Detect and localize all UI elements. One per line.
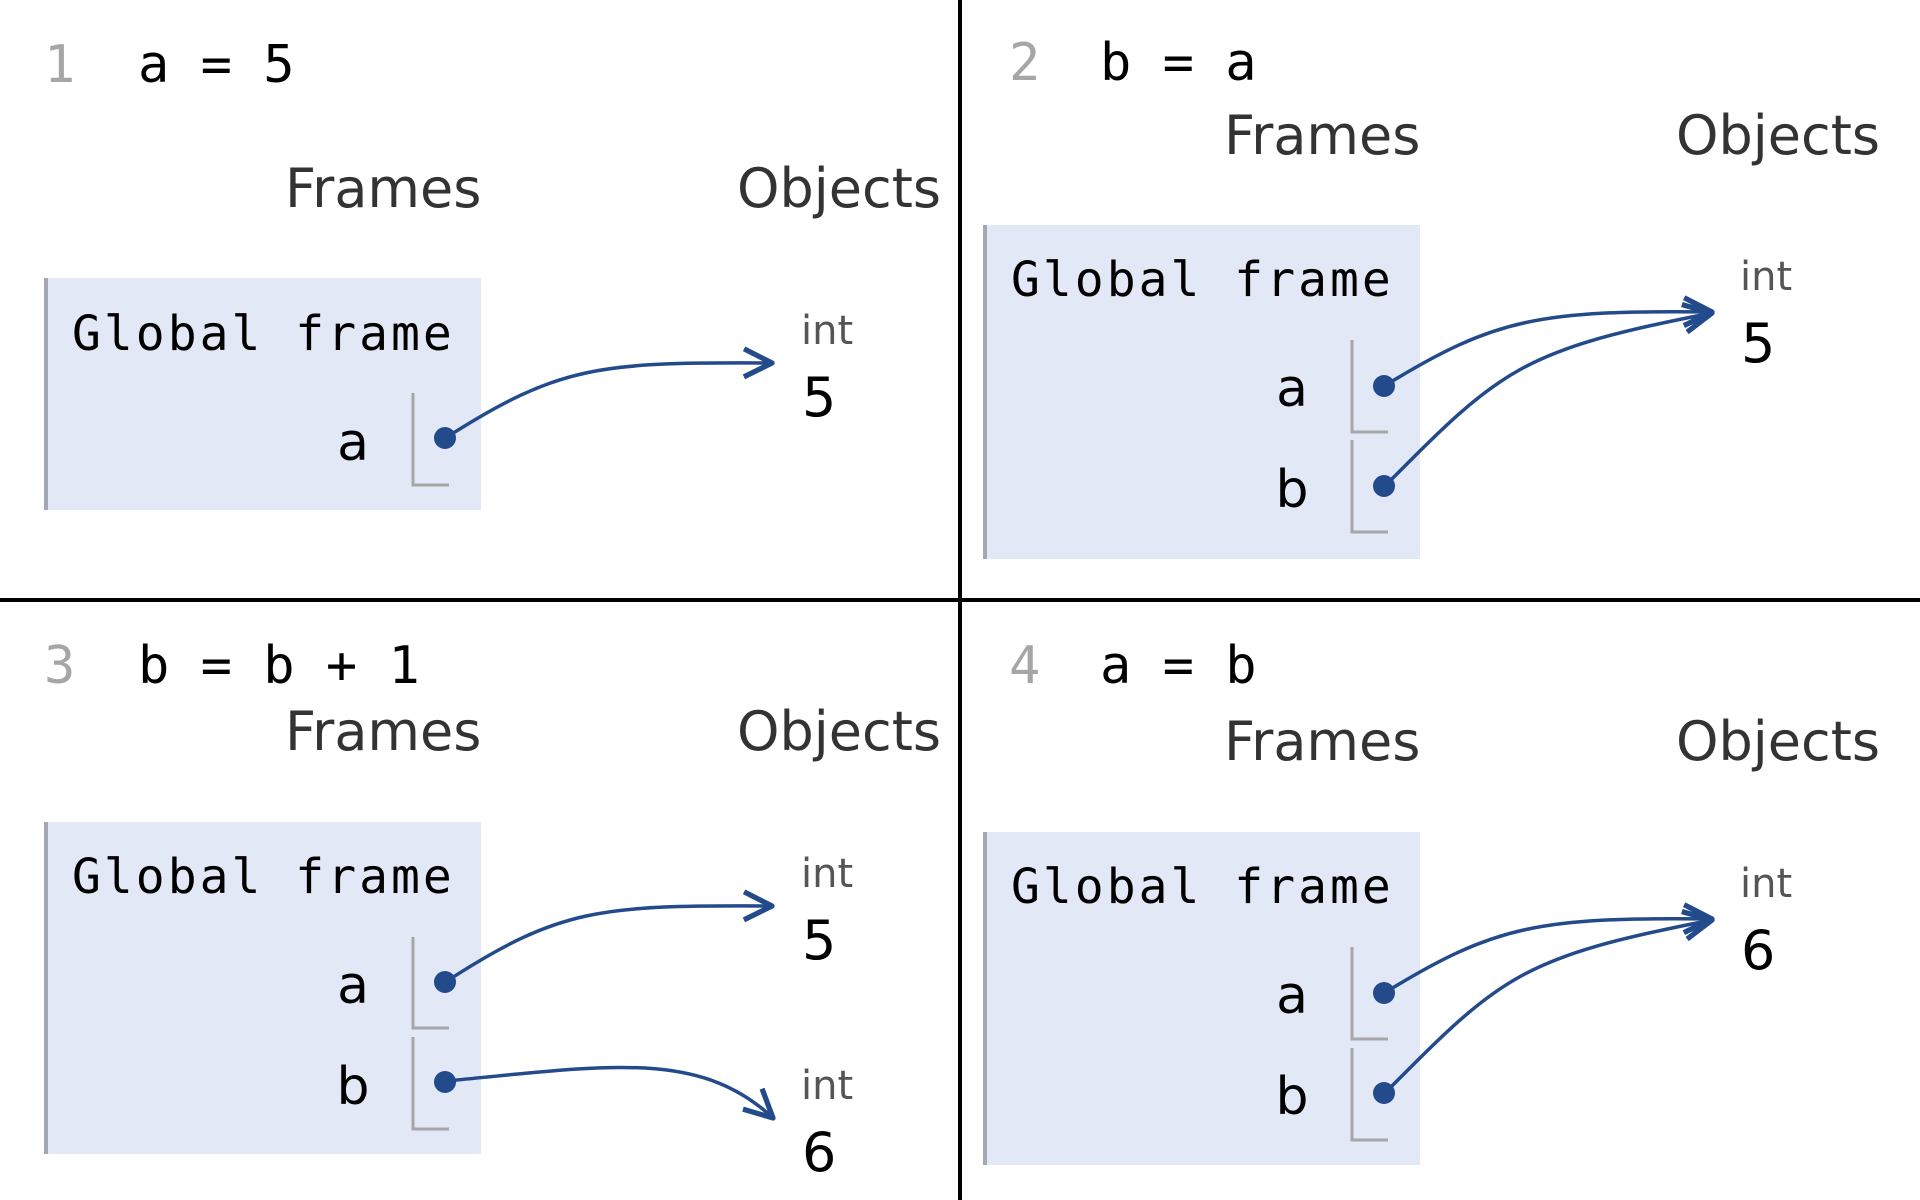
global-frame: Global frame a: [44, 278, 481, 510]
step-number: 1: [44, 35, 75, 95]
step-number: 2: [1009, 33, 1040, 93]
variable-name: a: [337, 956, 369, 1016]
objects-heading: Objects: [737, 700, 941, 763]
frame-title: Global frame: [1011, 859, 1394, 915]
pointer-arrow-b: [1384, 909, 1715, 1094]
variable-a: a: [337, 937, 456, 1030]
objects-heading: Objects: [1676, 104, 1880, 167]
object-type: int: [801, 308, 853, 354]
variable-name: b: [336, 1057, 369, 1117]
variable-name: b: [1275, 460, 1308, 520]
global-frame: Global frame a b: [983, 832, 1420, 1165]
object-type: int: [1740, 861, 1792, 907]
objects-heading: Objects: [737, 157, 941, 220]
frames-heading: Frames: [1224, 104, 1420, 167]
object-type: int: [1740, 254, 1792, 300]
frame-title: Global frame: [72, 849, 455, 905]
step-number: 4: [1009, 636, 1040, 696]
pointer-dot: [434, 427, 456, 449]
value-slot: [411, 937, 449, 1030]
panel-step-2: 2 b = a Frames Objects Global frame a b …: [983, 33, 1880, 559]
value-slot: [1350, 440, 1388, 534]
panel-step-3: 3 b = b + 1 Frames Objects Global frame …: [44, 636, 941, 1184]
pointer-arrow-b: [1384, 302, 1715, 487]
variable-name: a: [1276, 966, 1308, 1026]
object-type: int: [801, 1063, 853, 1109]
variable-b: b: [336, 1037, 456, 1131]
code-line: b = a: [1100, 33, 1257, 93]
pointer-dot: [434, 971, 456, 993]
value-slot: [411, 1037, 449, 1131]
panel-step-1: 1 a = 5 Frames Objects Global frame a in…: [44, 35, 941, 510]
object-value: 5: [1741, 312, 1775, 375]
code-line: a = 5: [138, 35, 295, 95]
frames-heading: Frames: [285, 157, 481, 220]
value-slot: [411, 393, 449, 487]
pointer-arrow-a: [446, 889, 775, 983]
code-line: a = b: [1100, 636, 1257, 696]
pointer-dot: [434, 1071, 456, 1093]
frame-title: Global frame: [1011, 252, 1394, 308]
object-int: int 5: [801, 308, 853, 429]
pointer-dot: [1373, 375, 1395, 397]
object-value: 5: [802, 909, 836, 972]
object-type: int: [801, 851, 853, 897]
object-int-5: int 5: [801, 851, 853, 972]
variable-a: a: [1276, 947, 1395, 1041]
step-number: 3: [44, 636, 75, 696]
pointer-dot: [1373, 982, 1395, 1004]
object-value: 6: [1741, 919, 1775, 982]
object-value: 5: [802, 366, 836, 429]
panel-step-4: 4 a = b Frames Objects Global frame a b …: [983, 636, 1880, 1165]
object-int: int 6: [1740, 861, 1792, 982]
variable-a: a: [1276, 340, 1395, 434]
global-frame: Global frame a b: [983, 225, 1420, 559]
variable-b: b: [1275, 440, 1395, 534]
pointer-arrow-b: [446, 1065, 776, 1121]
value-slot: [1350, 947, 1388, 1041]
variable-name: a: [1276, 359, 1308, 419]
variable-name: a: [337, 413, 369, 473]
pointer-arrow: [446, 346, 775, 439]
object-value: 6: [802, 1121, 836, 1184]
variable-a: a: [337, 393, 456, 487]
value-slot: [1350, 1048, 1388, 1142]
code-line: b = b + 1: [138, 636, 420, 696]
frame-title: Global frame: [72, 306, 455, 362]
value-slot: [1350, 340, 1388, 434]
object-int: int 5: [1740, 254, 1792, 375]
object-int-6: int 6: [801, 1063, 853, 1184]
pointer-arrow-a: [1385, 902, 1715, 994]
variable-name: b: [1275, 1067, 1308, 1127]
frames-heading: Frames: [1224, 710, 1420, 773]
global-frame: Global frame a b: [44, 822, 481, 1154]
objects-heading: Objects: [1676, 710, 1880, 773]
pointer-arrow-a: [1385, 295, 1715, 387]
frames-heading: Frames: [285, 700, 481, 763]
